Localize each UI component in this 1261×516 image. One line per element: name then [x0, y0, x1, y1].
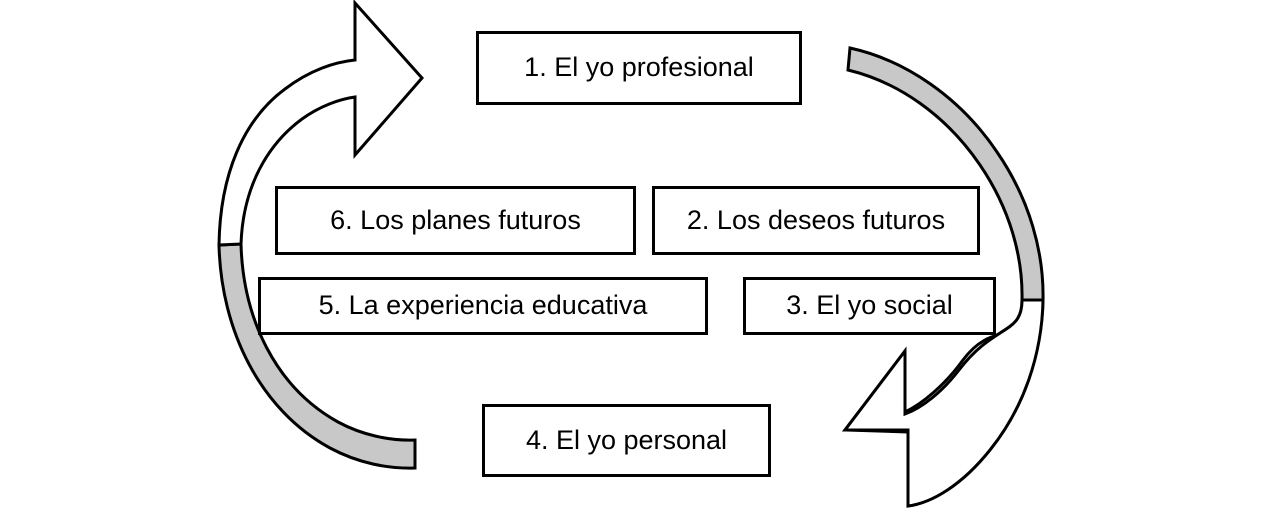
- node-label-5: 5. La experiencia educativa: [318, 290, 648, 321]
- node-box-3[interactable]: 3. El yo social: [743, 277, 996, 335]
- descending-arrow-gray-tail: [846, 46, 1045, 302]
- ascending-arrow-gray-tail: [217, 242, 417, 470]
- node-label-2: 2. Los deseos futuros: [686, 204, 946, 235]
- node-label-6: 6. Los planes futuros: [330, 204, 581, 235]
- descending-arrow-shape: [841, 298, 1045, 508]
- node-box-1[interactable]: 1. El yo profesional: [476, 31, 802, 105]
- node-label-4: 4. El yo personal: [525, 424, 728, 455]
- node-box-6[interactable]: 6. Los planes futuros: [275, 186, 636, 255]
- node-box-2[interactable]: 2. Los deseos futuros: [652, 186, 980, 255]
- node-box-4[interactable]: 4. El yo personal: [482, 404, 771, 477]
- node-label-1: 1. El yo profesional: [524, 52, 754, 83]
- node-label-3: 3. El yo social: [786, 290, 953, 321]
- ascending-arrow-head: [217, 0, 424, 247]
- node-box-5[interactable]: 5. La experiencia educativa: [258, 277, 708, 335]
